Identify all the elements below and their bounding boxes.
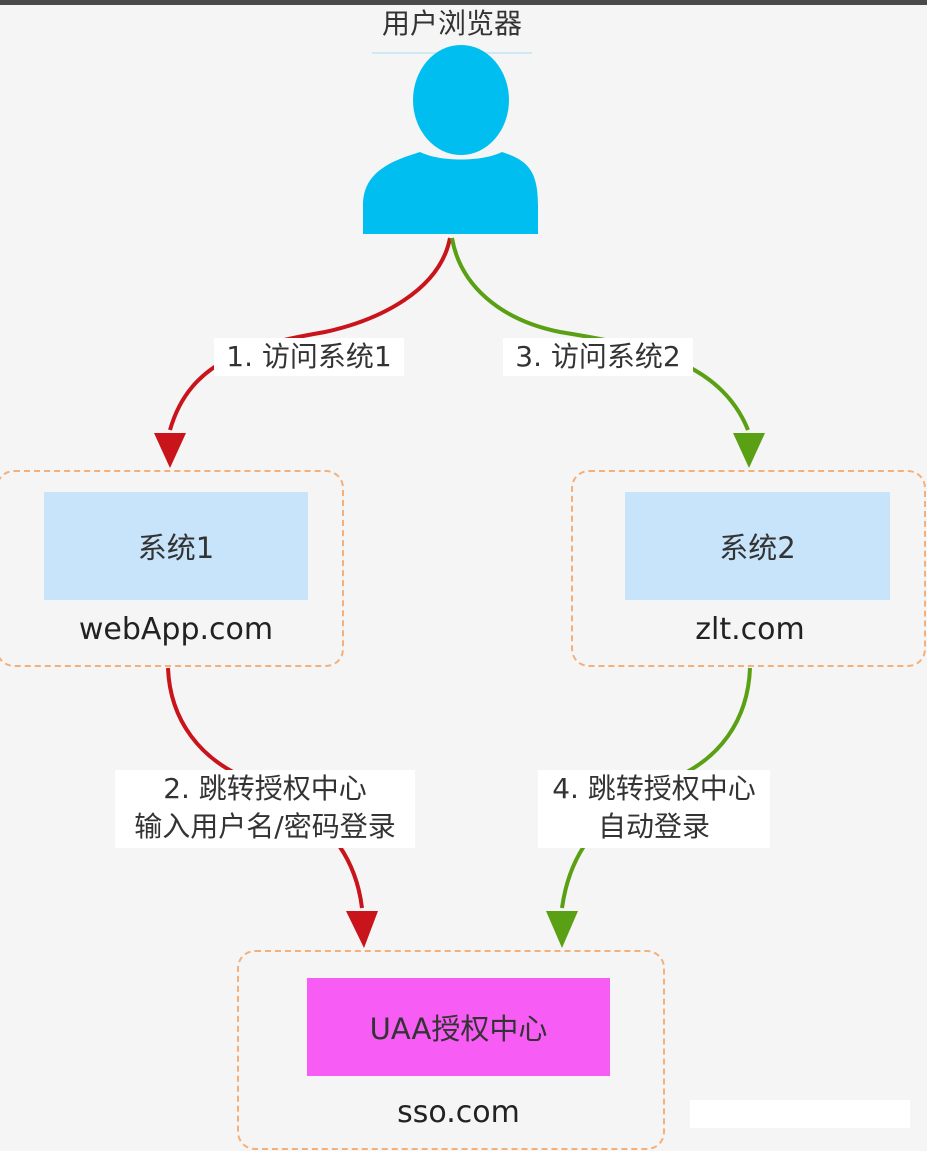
diagram-title: 用户浏览器: [381, 7, 522, 40]
green-path-browser-to-system2: [450, 237, 750, 431]
system1-box: 系统1: [44, 492, 308, 600]
red-path-browser-to-system1: [168, 237, 452, 431]
user-person-icon: [363, 45, 538, 234]
uaa-container: [237, 950, 665, 1150]
red-arrowhead-uaa: [346, 911, 378, 948]
uaa-domain: sso.com: [397, 1095, 520, 1130]
step2-line1: 2. 跳转授权中心: [163, 772, 367, 805]
top-bar: [0, 0, 927, 5]
step3-label: 3. 访问系统2: [503, 338, 693, 376]
step4-label: 4. 跳转授权中心 自动登录: [538, 770, 770, 848]
system1-container: [0, 470, 344, 667]
green-arrowhead-system2: [733, 433, 765, 468]
green-arrowhead-uaa: [546, 911, 578, 948]
step4-line1: 4. 跳转授权中心: [552, 772, 756, 805]
corner-whiteout: [690, 1100, 910, 1128]
step2-line2: 输入用户名/密码登录: [134, 810, 396, 843]
step1-label: 1. 访问系统1: [214, 338, 404, 376]
system2-domain: zlt.com: [695, 612, 805, 647]
system2-box: 系统2: [625, 492, 890, 600]
uaa-box: UAA授权中心: [307, 978, 610, 1076]
step4-line2: 自动登录: [597, 810, 710, 843]
step2-label: 2. 跳转授权中心 输入用户名/密码登录: [115, 770, 415, 848]
system1-domain: webApp.com: [78, 612, 274, 647]
system2-container: [571, 470, 926, 667]
red-arrowhead-system1: [154, 433, 186, 468]
